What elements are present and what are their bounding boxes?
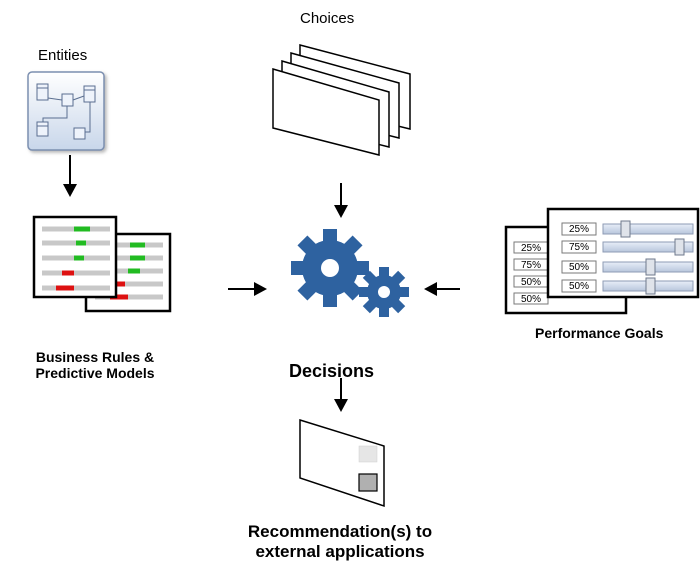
goal-front-label-3: 50% bbox=[569, 262, 589, 273]
entities-label: Entities bbox=[38, 47, 88, 64]
business-rules-line2: Predictive Models bbox=[35, 365, 155, 381]
performance-goals-label: Performance Goals bbox=[535, 325, 664, 341]
choices-icon bbox=[272, 44, 411, 156]
arrow-entities-to-rules bbox=[63, 155, 77, 197]
arrow-decisions-to-recommendation bbox=[334, 378, 348, 412]
goal-front-label-2: 75% bbox=[569, 242, 589, 253]
goal-slider-thumb-3 bbox=[645, 258, 656, 276]
recommendation-icon bbox=[299, 418, 385, 508]
goal-back-label-4: 50% bbox=[521, 294, 541, 305]
arrow-rules-to-decisions bbox=[228, 282, 267, 296]
goal-slider-thumb-1 bbox=[620, 220, 631, 238]
business-rules-line1: Business Rules & bbox=[35, 349, 155, 365]
decisions-gears-icon bbox=[291, 229, 409, 317]
arrow-goals-to-decisions bbox=[424, 282, 460, 296]
choices-label: Choices bbox=[300, 10, 355, 27]
goal-slider-thumb-4 bbox=[645, 277, 656, 295]
goal-back-label-2: 75% bbox=[521, 260, 541, 271]
recommendation-line2: external applications bbox=[255, 542, 425, 561]
goal-front-label-4: 50% bbox=[569, 281, 589, 292]
recommendation-label: Recommendation(s) to external applicatio… bbox=[210, 522, 470, 562]
performance-goals-icon: 25% 75% 50% 50% 25% 75% 50% 50% bbox=[504, 207, 700, 315]
business-rules-icon bbox=[32, 215, 172, 313]
entities-icon bbox=[27, 71, 105, 151]
business-rules-label: Business Rules & Predictive Models bbox=[10, 349, 180, 381]
arrow-choices-to-decisions bbox=[334, 183, 348, 218]
goal-slider-thumb-2 bbox=[674, 238, 685, 256]
goal-back-label-3: 50% bbox=[521, 277, 541, 288]
decisions-label: Decisions bbox=[289, 361, 375, 381]
goal-front-label-1: 25% bbox=[569, 224, 589, 235]
goal-back-label-1: 25% bbox=[521, 243, 541, 254]
recommendation-line1: Recommendation(s) to bbox=[247, 522, 433, 541]
